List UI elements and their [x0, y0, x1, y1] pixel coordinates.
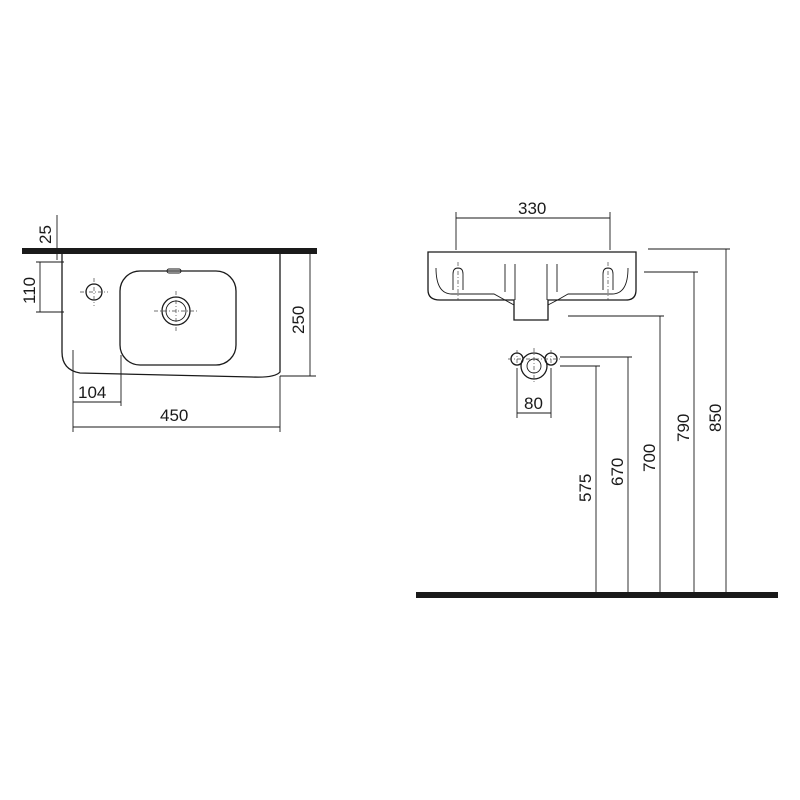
dim-110: 110	[20, 261, 64, 313]
top-view: 25 110 250 104 450	[20, 215, 317, 432]
floor-line	[416, 592, 778, 598]
wall-band	[22, 248, 317, 254]
basin-inner-line	[435, 267, 629, 306]
dim-80: 80	[516, 368, 552, 418]
dim-850: 850	[648, 248, 730, 592]
dim-label-trap-height: 575	[576, 474, 595, 502]
dim-330: 330	[455, 199, 611, 250]
dim-670: 670	[560, 356, 632, 592]
bowl-outline	[119, 270, 237, 366]
dim-label-bowl-width: 330	[518, 199, 546, 218]
dim-label-bowl-offset: 104	[78, 383, 106, 402]
dim-25: 25	[36, 215, 58, 260]
dim-label-countertop-thickness: 25	[36, 225, 55, 244]
dim-250: 250	[280, 254, 316, 377]
dim-label-rim-height: 850	[706, 404, 725, 432]
dim-label-waste-height: 670	[608, 458, 627, 486]
drain	[154, 291, 198, 331]
basin-outline	[61, 254, 281, 378]
dim-104: 104	[72, 350, 122, 406]
overflow-slot	[166, 268, 182, 274]
dim-label-width: 450	[160, 406, 188, 425]
pedestal-left-post	[504, 264, 516, 300]
dim-label-basin-bottom-height: 700	[640, 444, 659, 472]
dim-450: 450	[72, 376, 281, 432]
pedestal-right-post	[546, 264, 558, 300]
dim-575: 575	[560, 365, 600, 592]
dim-label-overflow-height: 790	[674, 414, 693, 442]
dim-label-tap-hole-offset: 110	[20, 277, 39, 304]
front-view: 330 80 575 670	[416, 199, 778, 598]
trap-connections	[508, 348, 560, 384]
dim-700: 700	[568, 315, 664, 592]
dim-790: 790	[644, 271, 698, 592]
tap-hole	[80, 278, 108, 306]
basin-front-outline	[427, 251, 637, 321]
dim-label-trap-spacing: 80	[524, 394, 543, 413]
dim-label-depth: 250	[289, 306, 308, 334]
